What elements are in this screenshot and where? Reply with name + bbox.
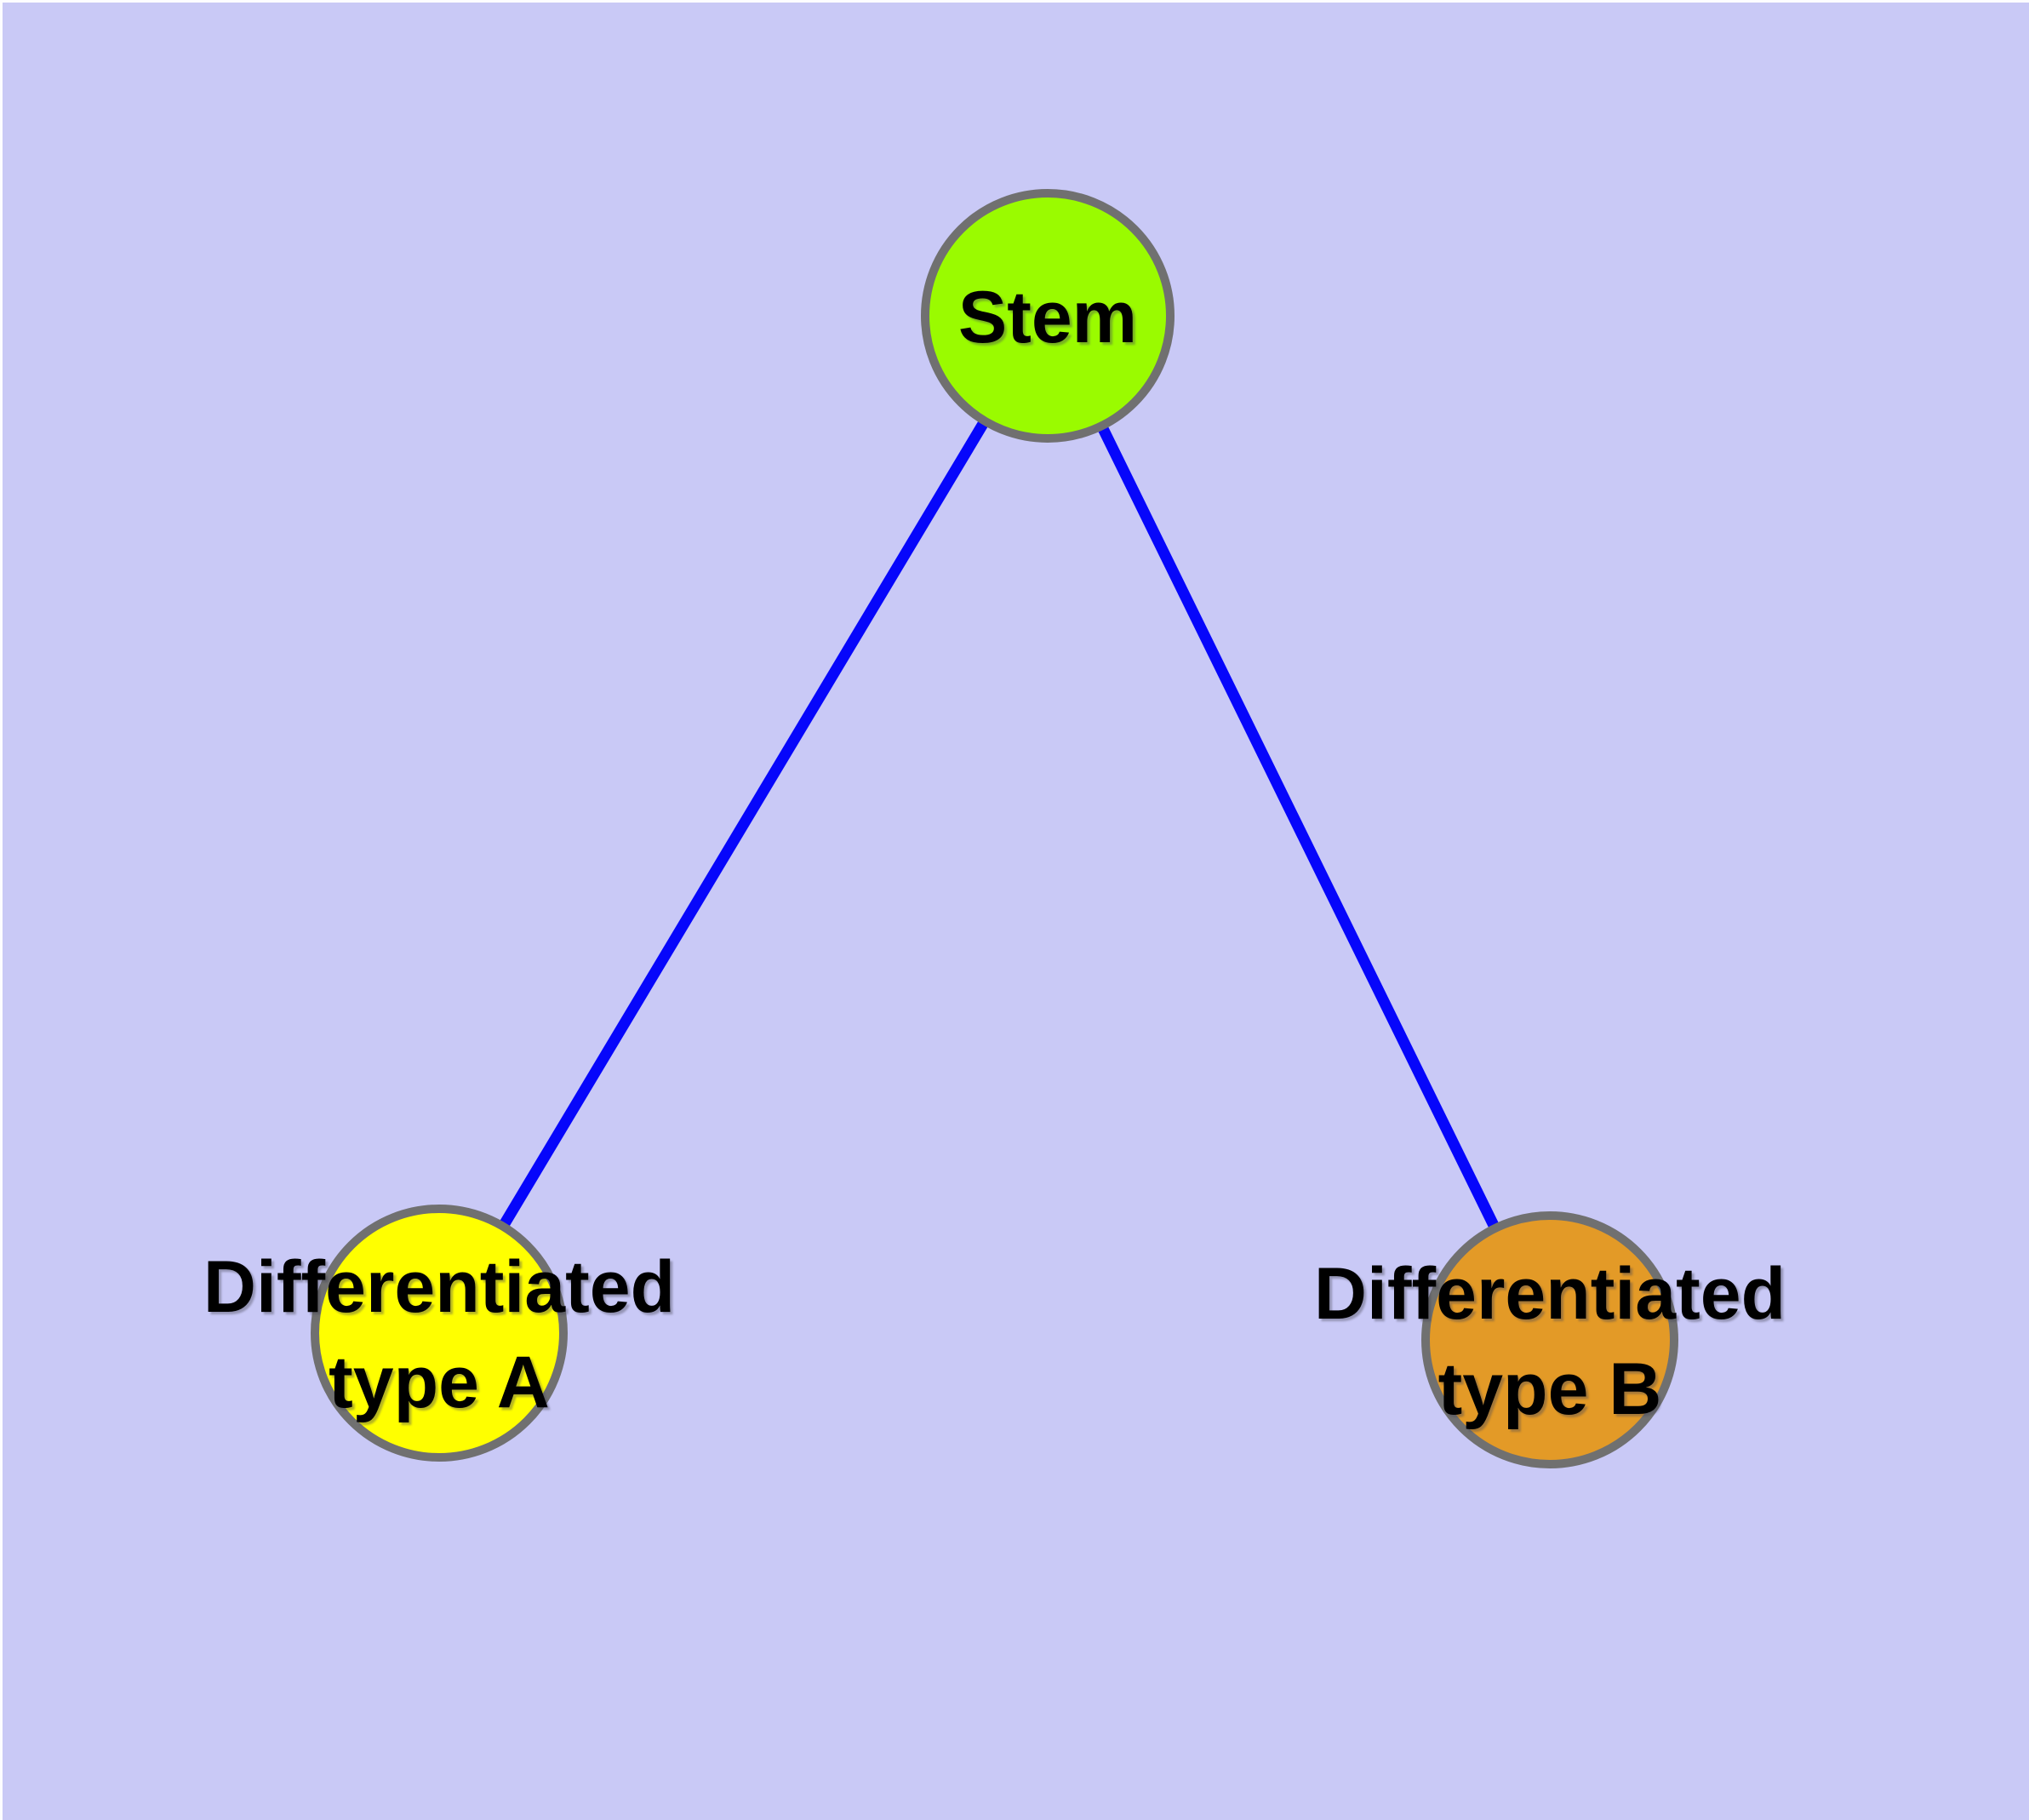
node-label-stem: Stem bbox=[958, 277, 1137, 358]
edge-stem-differentiated-type-b bbox=[1043, 313, 1555, 1342]
node-stem[interactable] bbox=[921, 189, 1175, 443]
edge-stem-differentiated-type-a bbox=[434, 312, 1053, 1336]
node-differentiated-type-b[interactable] bbox=[1421, 1211, 1678, 1468]
node-differentiated-type-a[interactable] bbox=[311, 1205, 568, 1462]
